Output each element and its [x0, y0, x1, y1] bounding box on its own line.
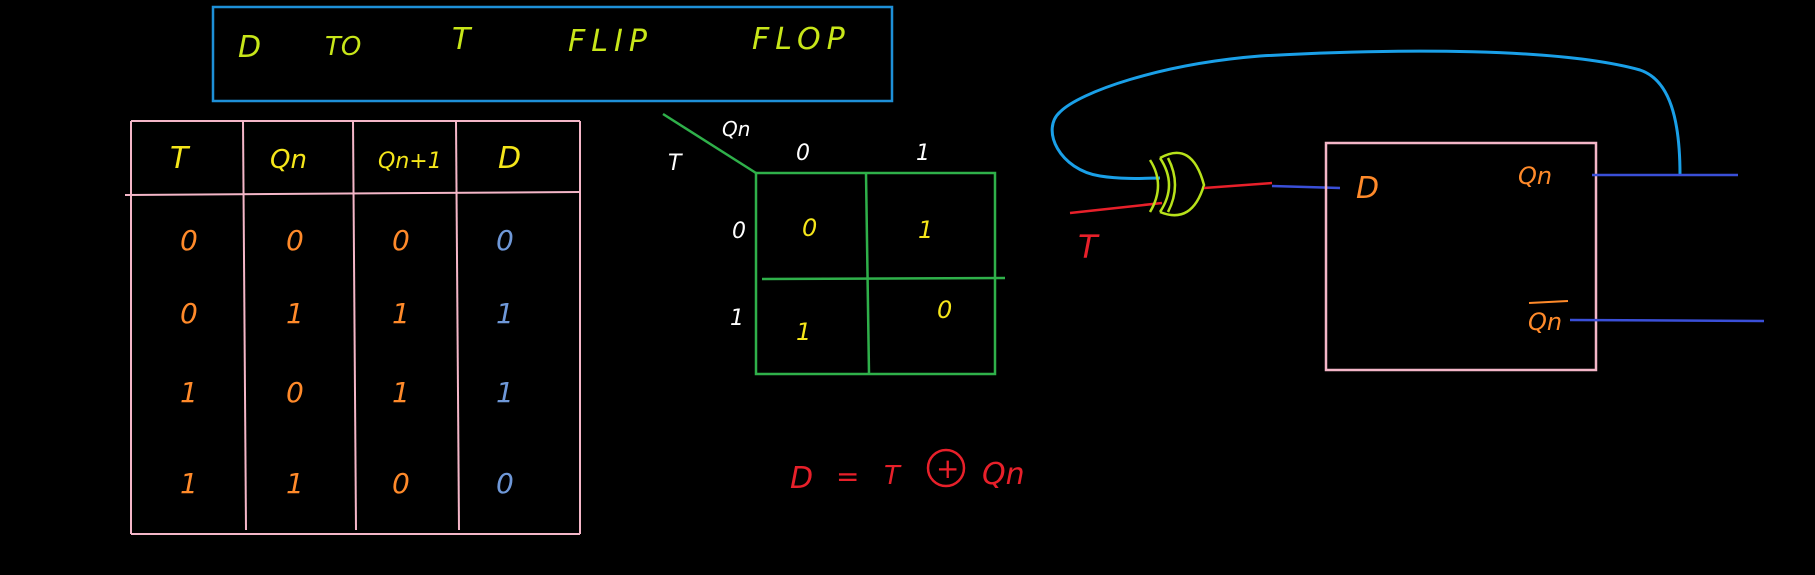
table-cell-r3-c2: 0: [392, 467, 410, 500]
kmap-row-label-1: 1: [730, 306, 744, 331]
table-cell-r0-c2: 0: [392, 224, 410, 257]
title-word-4: FLIP: [568, 24, 653, 59]
ff-q-label: Qn: [1518, 162, 1552, 190]
equation-t: T: [884, 461, 902, 491]
equation: D = T + Qn: [790, 448, 1025, 496]
kmap-cell-01: 1: [918, 216, 933, 244]
title-word-2: TO: [325, 32, 361, 62]
table-cell-r2-c1: 0: [286, 376, 304, 409]
input-t-label: T: [1078, 228, 1100, 266]
input-t-wire: [1069, 201, 1163, 215]
table-cell-r3-c0: 1: [180, 467, 198, 500]
kmap-cell-10: 1: [796, 318, 811, 346]
equation-equals: =: [836, 460, 859, 493]
kmap-diagonal: [662, 112, 757, 175]
truth-table-body: 0 0 0 0 0 1 1 1 1 0 1 1 1 1 0 0: [180, 224, 514, 500]
xor-gate: [1148, 151, 1206, 217]
table-cell-r0-c0: 0: [180, 224, 198, 257]
table-cell-r1-c2: 1: [392, 297, 410, 330]
table-header-qn: Qn: [270, 145, 307, 175]
xor-symbol-circle: [926, 448, 966, 488]
kmap-cell-11: 0: [937, 296, 952, 324]
kmap-row-var: T: [668, 151, 683, 176]
truth-table-grid: [124, 120, 581, 535]
kmap-cell-00: 0: [802, 214, 817, 242]
table-cell-r0-c1: 0: [286, 224, 304, 257]
ff-qbar-label: Qn: [1528, 308, 1562, 336]
title-word-3: T: [452, 22, 473, 57]
table-cell-r1-c1: 1: [286, 297, 304, 330]
truth-table: T Qn Qn+1 D 0 0 0 0 0 1 1 1 1 0 1 1 1 1 0 0: [124, 120, 581, 535]
equation-lhs: D: [790, 461, 813, 496]
table-header-d: D: [498, 141, 521, 176]
ff-qbar-overline: [1528, 300, 1569, 304]
kmap-row-label-0: 0: [732, 219, 746, 244]
ff-d-label: D: [1356, 171, 1379, 206]
title-word-1: D: [238, 30, 261, 65]
title-frame: [211, 5, 894, 103]
table-cell-r2-c3: 1: [496, 376, 514, 409]
qbar-output-wire: [1569, 318, 1765, 323]
flip-flop-box: [1324, 141, 1598, 372]
table-cell-r1-c0: 0: [180, 297, 198, 330]
title-word-5: FLOP: [752, 22, 851, 57]
kmap-col-var: Qn: [722, 117, 750, 141]
feedback-wire: [1050, 49, 1682, 180]
kmap-col-label-1: 1: [916, 141, 930, 166]
kmap-col-label-0: 0: [796, 141, 810, 166]
kmap-grid: [754, 171, 1006, 376]
table-cell-r0-c3: 0: [496, 224, 514, 257]
table-cell-r2-c0: 1: [180, 376, 198, 409]
table-header-t: T: [170, 141, 191, 176]
equation-qn: Qn: [982, 457, 1025, 492]
kmap: Qn T 0 1 0 1 0 1 1 0: [662, 112, 1006, 376]
table-cell-r3-c1: 1: [286, 467, 304, 500]
d-input-wire: [1271, 184, 1341, 190]
equation-xor-operator: +: [936, 452, 959, 485]
title-box: D TO T FLIP FLOP: [211, 5, 894, 103]
xor-output-wire: [1203, 181, 1273, 190]
circuit: T D Qn Qn: [1050, 49, 1765, 372]
table-header-qn1: Qn+1: [378, 149, 442, 174]
table-cell-r1-c3: 1: [496, 297, 514, 330]
table-cell-r2-c2: 1: [392, 376, 410, 409]
table-cell-r3-c3: 0: [496, 467, 514, 500]
